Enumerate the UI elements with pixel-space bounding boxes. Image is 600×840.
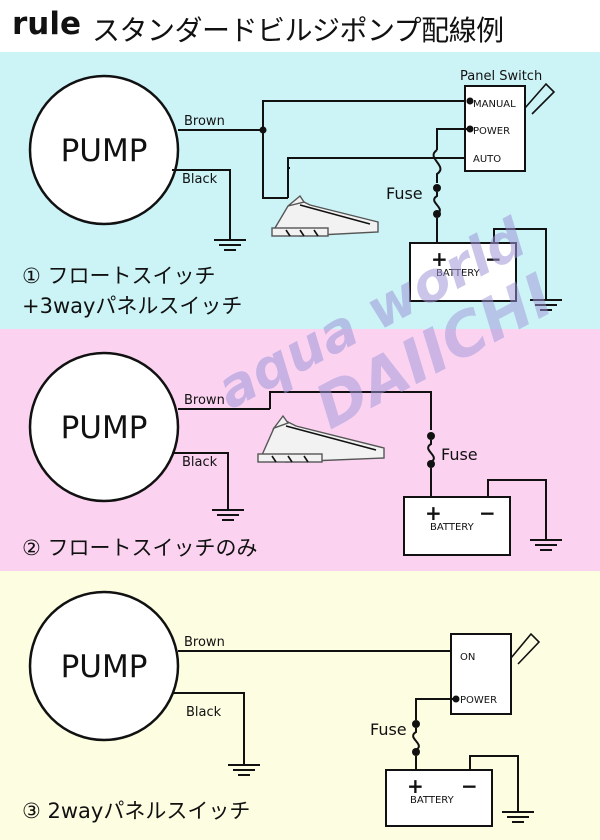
black-label: Black: [182, 172, 218, 187]
black-wire: [172, 692, 245, 765]
battery-box: [403, 496, 511, 556]
float-out-wire: [287, 167, 290, 198]
fuse-icon: [427, 440, 435, 463]
brown-label: Brown: [184, 114, 225, 129]
terminal-power: POWER: [473, 126, 510, 137]
caption: ③ 2wayパネルスイッチ: [22, 799, 250, 823]
black-label: Black: [182, 455, 218, 470]
fuse-end-dot-lower: [412, 748, 420, 756]
fuse-curve: [432, 149, 442, 183]
watermark: aqua world DAIICHI: [207, 206, 565, 443]
negative-wire: [487, 479, 547, 540]
black-wire: [172, 452, 229, 510]
ground-icon: [214, 239, 246, 251]
battery-box: [385, 769, 493, 827]
negative-wire: [469, 755, 519, 812]
battery-plus: +: [425, 501, 442, 525]
ground-icon: [502, 811, 534, 823]
pump-label: PUMP: [61, 649, 148, 685]
caption-line-1: ① フロートスイッチ: [22, 264, 216, 288]
battery-box: [409, 242, 517, 302]
pump-label: PUMP: [61, 133, 148, 169]
fuse-end-dot-lower: [433, 210, 441, 218]
pump-label: PUMP: [61, 410, 148, 446]
battery-label: BATTERY: [410, 795, 455, 806]
battery-plus: +: [431, 247, 448, 271]
brown-wire: [178, 100, 470, 131]
pump-circle: [28, 351, 180, 503]
fuse-label: Fuse: [386, 184, 423, 203]
battery-plus: +: [407, 774, 424, 798]
pump-circle: [28, 74, 180, 226]
terminal-auto: AUTO: [473, 154, 501, 165]
fuse-icon: [412, 728, 420, 751]
terminal-manual: MANUAL: [473, 99, 516, 110]
panel-switch-box: [464, 85, 526, 172]
negative-wire: [493, 228, 547, 300]
header: rule スタンダードビルジポンプ配線例: [0, 0, 600, 52]
brown-label: Brown: [184, 393, 225, 408]
fuse-end-dot: [433, 184, 441, 192]
battery-minus: −: [479, 501, 496, 525]
panel-switch-box: [450, 633, 512, 715]
ground-icon: [530, 299, 562, 311]
fuse-label: Fuse: [441, 445, 478, 464]
fuse-end-dot-lower: [427, 460, 435, 468]
battery-minus: −: [485, 247, 502, 271]
diagram-2: PUMP Brown Fuse Black: [22, 351, 562, 560]
ground-icon: [228, 764, 260, 776]
black-wire: [172, 169, 231, 240]
float-to-fuse-wire: [269, 391, 432, 430]
toggle-lever: [510, 632, 541, 665]
brown-label: Brown: [184, 635, 225, 650]
caption: ② フロートスイッチのみ: [22, 536, 258, 560]
brand-name: rule: [12, 6, 82, 42]
battery-minus: −: [461, 774, 478, 798]
terminal-power: POWER: [460, 695, 497, 706]
manual-terminal-dot: [466, 97, 474, 105]
power-wire: [436, 128, 470, 150]
diagram-3: PUMP Brown ON POWER Fuse Black +: [22, 590, 541, 827]
float-switch: [271, 194, 379, 237]
pump-circle: [28, 590, 180, 742]
terminal-on: ON: [460, 652, 475, 663]
panel-switch-title: Panel Switch: [460, 69, 542, 84]
battery-label: BATTERY: [436, 268, 481, 279]
float-feed-wire: [262, 130, 288, 199]
ground-icon: [530, 539, 562, 551]
fuse-end-dot: [427, 432, 435, 440]
battery-label: BATTERY: [430, 522, 475, 533]
power-wire: [415, 698, 456, 720]
auto-wire: [287, 157, 470, 168]
fuse-end-dot: [412, 720, 420, 728]
page-title: スタンダードビルジポンプ配線例: [92, 14, 504, 47]
ground-icon: [212, 509, 244, 521]
toggle-lever: [524, 82, 556, 115]
fuse-label: Fuse: [370, 720, 407, 739]
diagram-1: PUMP Brown Black: [22, 69, 562, 318]
junction-dot: [259, 126, 267, 134]
black-label: Black: [186, 705, 222, 720]
caption-line-2: +3wayパネルスイッチ: [22, 294, 242, 318]
float-switch: [257, 414, 385, 463]
